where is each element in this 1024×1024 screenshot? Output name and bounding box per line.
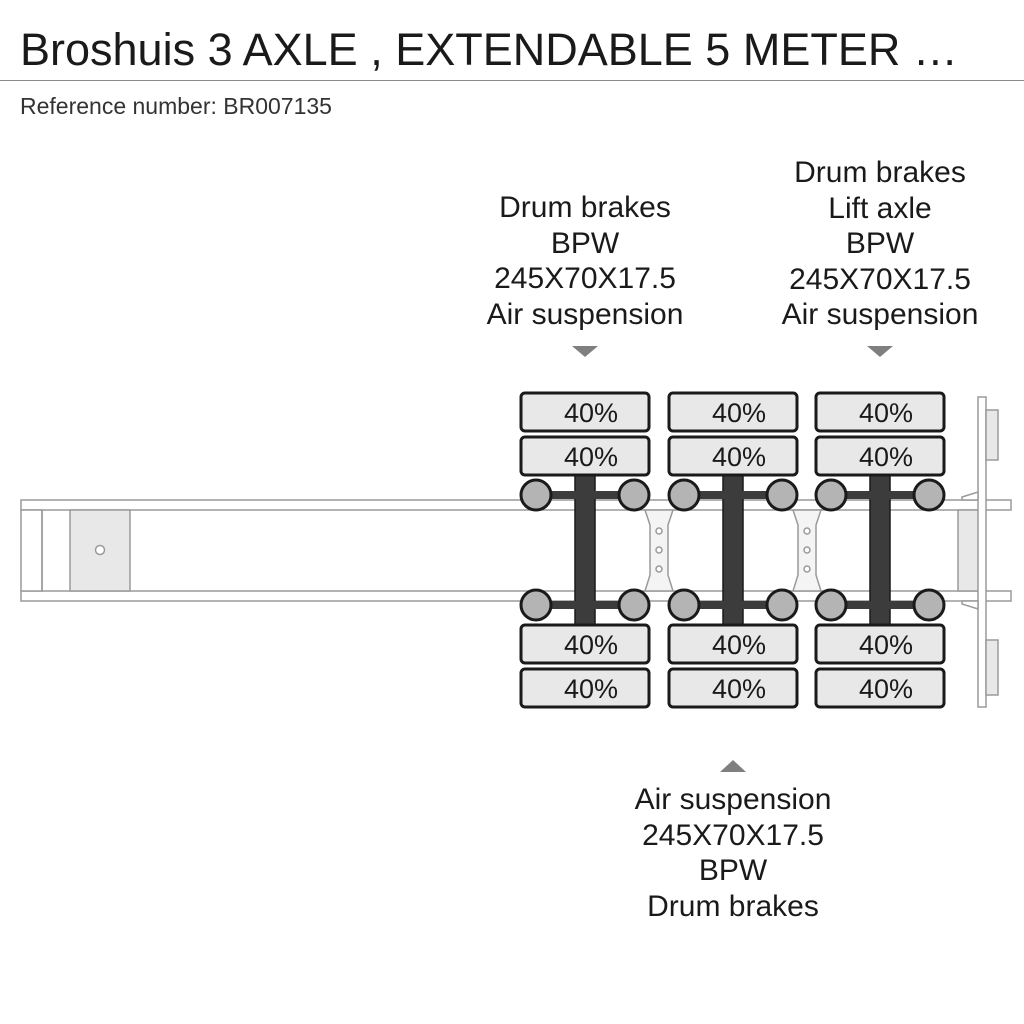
axle-2-brakes: Drum brakes [647,889,819,923]
title-divider [0,80,1024,81]
axle-1-pointer-arrow [572,346,598,357]
axle-2-hub-3 [667,588,701,622]
axle-2-tire-2: 40% [667,435,799,477]
axle-2-hub-1 [667,478,701,512]
tire-body [667,623,799,665]
axle-2-hub-bar-bottom [683,601,783,609]
axle-2-pointer-arrow [720,760,746,772]
axle-2-tire-size: 245X70X17.5 [642,818,824,852]
axle-3-spec-label: Drum brakes Lift axle BPW 245X70X17.5 Ai… [760,155,1000,333]
tire-wear-label: 40% [712,398,766,428]
tire-body [814,667,946,709]
axle-2-hub-bar-top [683,491,783,499]
axle-2-tire-4: 40% [667,667,799,709]
tire-body [814,391,946,433]
reference-number: Reference number: BR007135 [20,93,332,119]
axle-3-tire-3: 40% [814,623,946,665]
axle-1-brand: BPW [550,226,620,260]
axle-3-lift: Lift axle [828,191,932,225]
tire-wear-label: 40% [564,398,618,428]
axle-1-tire-1: 40% [519,391,651,433]
axle-3-tire-4: 40% [814,667,946,709]
tire-wear-label: 40% [712,674,766,704]
axle-1-hub-4 [617,588,651,622]
axle-3-tire-2: 40% [814,435,946,477]
axle-1-hub-2 [617,478,651,512]
axle-3-hub-1 [814,478,848,512]
axle-3-suspension: Air suspension [781,298,979,331]
axle-1-brakes: Drum brakes [499,191,671,224]
tire-body [667,391,799,433]
axle-1: 40% 40% 40% 40% [519,391,651,709]
tire-body [667,435,799,477]
chassis-frame [20,499,1012,602]
axle-1-hub-1 [519,478,553,512]
axle-1-hub-3 [519,588,553,622]
axle-2-tire-3: 40% [667,623,799,665]
axle-1-tire-2: 40% [519,435,651,477]
axle-3: 40% 40% 40% 40% [814,391,946,709]
axle-1-tire-3: 40% [519,623,651,665]
tire-body [519,667,651,709]
axle-2-spec-label: Air suspension 245X70X17.5 BPW Drum brak… [613,782,853,924]
axle-3-hub-bar-top [830,491,930,499]
axle-3-tire-1: 40% [814,391,946,433]
tire-wear-label: 40% [859,630,913,660]
tire-wear-label: 40% [859,398,913,428]
tire-body [519,391,651,433]
tire-wear-label: 40% [859,674,913,704]
axle-2-brand: BPW [698,854,768,887]
tire-body [667,667,799,709]
axle-connector-plates [643,509,823,592]
tire-wear-label: 40% [712,442,766,472]
axle-1-tire-size: 245X70X17.5 [494,262,676,295]
axle-1-tire-4: 40% [519,667,651,709]
axle-2-tire-1: 40% [667,391,799,433]
axle-3-brakes: Drum brakes [794,156,966,189]
tire-body [519,623,651,665]
axle-2-hub-2 [765,478,799,512]
axle-1-suspension: Air suspension [486,297,684,331]
axle-3-hub-4 [912,588,946,622]
rear-bumper [961,396,999,708]
tire-wear-label: 40% [564,674,618,704]
axle-1-hub-bar-bottom [535,601,635,609]
axle-3-tire-size: 245X70X17.5 [789,262,971,296]
axle-3-brand: BPW [845,227,915,260]
axle-3-pointer-arrow [867,346,893,357]
tire-wear-label: 40% [564,442,618,472]
tire-body [814,435,946,477]
tire-body [814,623,946,665]
axle-3-hub-2 [912,478,946,512]
axle-2: 40% 40% 40% 40% [667,391,799,709]
tire-wear-label: 40% [712,630,766,660]
axle-3-hub-bar-bottom [830,601,930,609]
tire-body [519,435,651,477]
tire-wear-label: 40% [564,630,618,660]
axle-3-hub-3 [814,588,848,622]
axle-2-hub-4 [765,588,799,622]
axle-1-hub-bar-top [535,491,635,499]
axle-1-spec-label: Drum brakes BPW 245X70X17.5 Air suspensi… [465,190,705,332]
axle-2-suspension: Air suspension [634,783,832,816]
tire-wear-label: 40% [859,442,913,472]
